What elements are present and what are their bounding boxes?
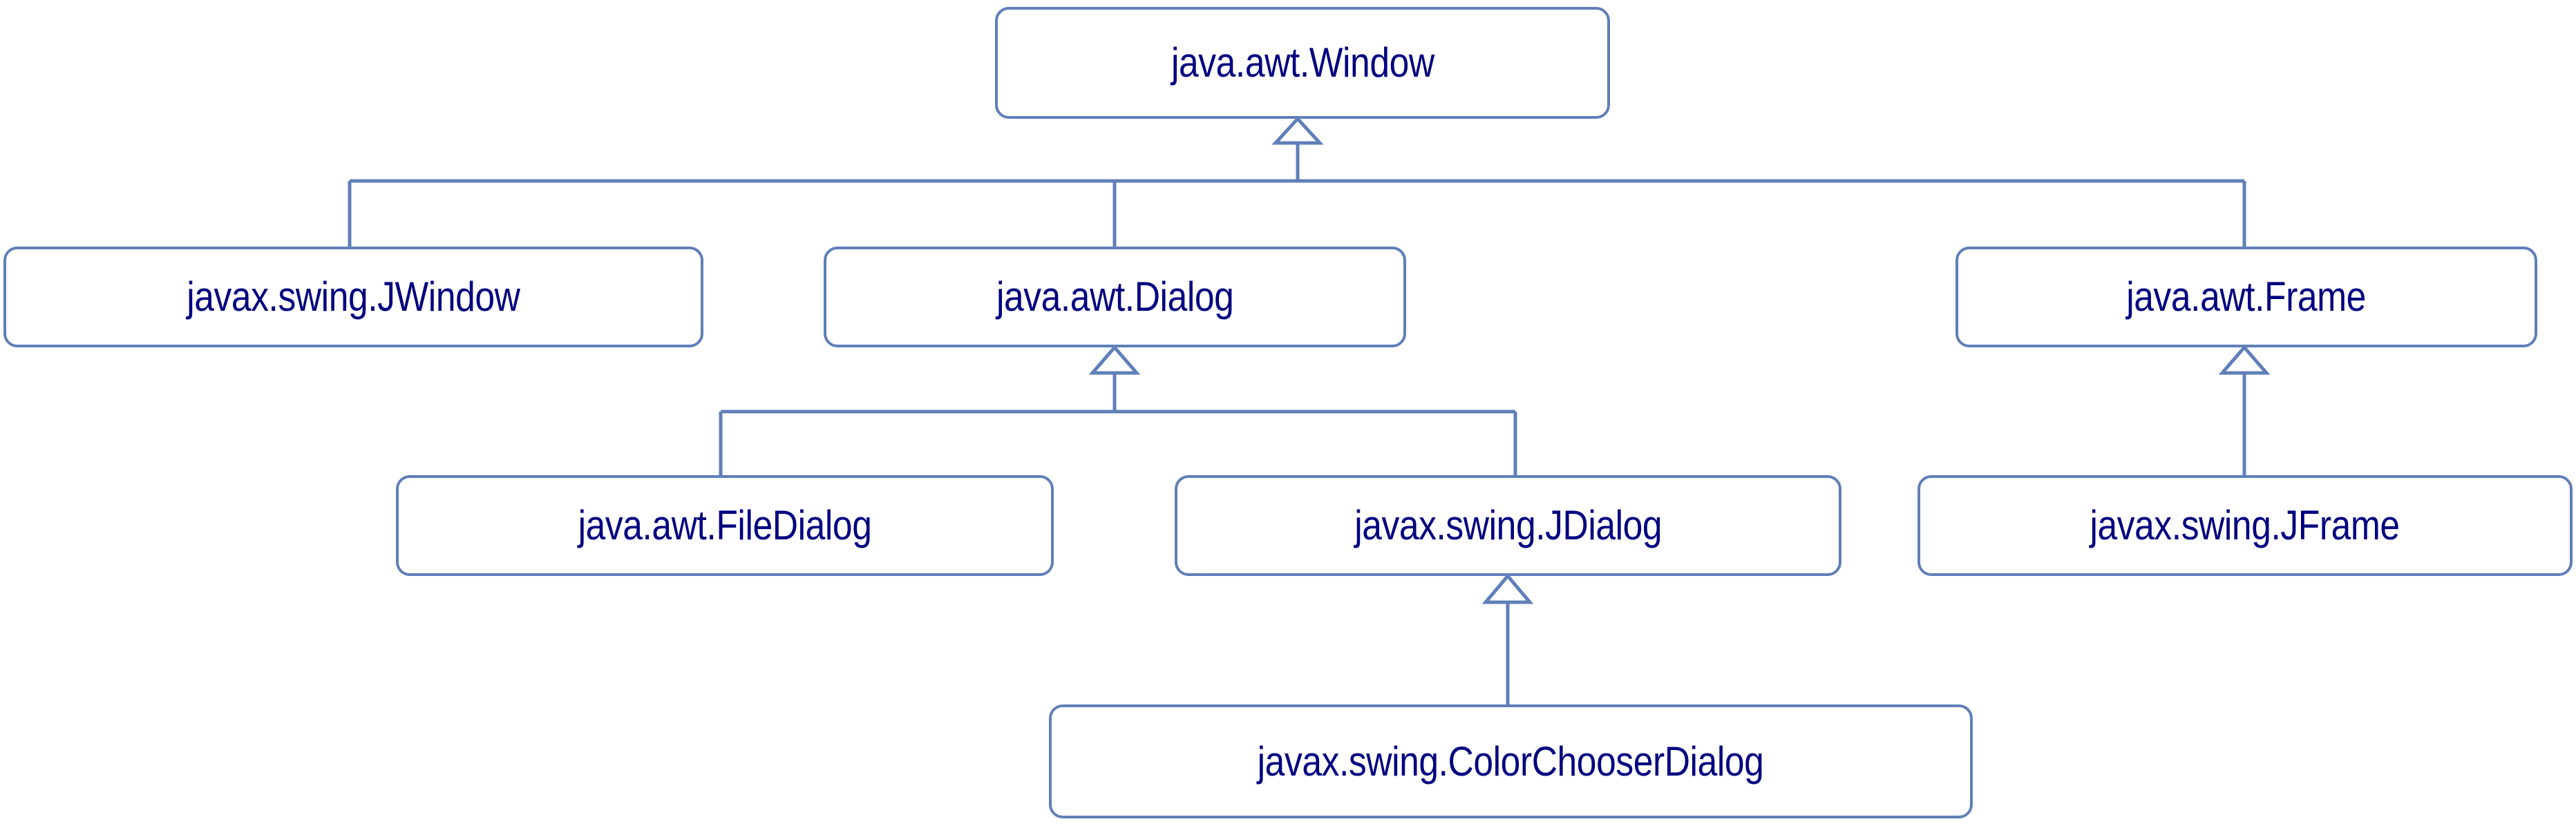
class-node-java-awt-window[interactable]: java.awt.Window — [995, 7, 1610, 119]
arrowhead-dialog — [1088, 345, 1141, 375]
class-node-java-awt-frame[interactable]: java.awt.Frame — [1955, 247, 2537, 347]
class-node-label: java.awt.Dialog — [996, 273, 1234, 320]
arrowhead-jdialog — [1481, 573, 1534, 604]
class-node-javax-swing-jdialog[interactable]: javax.swing.JDialog — [1175, 475, 1841, 576]
class-node-label: javax.swing.JWindow — [187, 273, 520, 320]
class-node-label: javax.swing.JDialog — [1354, 502, 1662, 548]
class-node-java-awt-dialog[interactable]: java.awt.Dialog — [824, 247, 1406, 347]
arrowhead-window — [1271, 116, 1324, 145]
class-node-label: java.awt.Frame — [2126, 273, 2367, 320]
class-node-label: java.awt.FileDialog — [578, 502, 872, 548]
class-node-javax-swing-jwindow[interactable]: javax.swing.JWindow — [3, 247, 703, 347]
class-node-label: javax.swing.ColorChooserDialog — [1258, 738, 1764, 785]
class-node-java-awt-filedialog[interactable]: java.awt.FileDialog — [396, 475, 1054, 576]
class-node-javax-swing-colorchooserdialog[interactable]: javax.swing.ColorChooserDialog — [1049, 704, 1973, 818]
arrowhead-frame — [2218, 345, 2271, 375]
class-node-label: javax.swing.JFrame — [2090, 502, 2400, 548]
class-node-javax-swing-jframe[interactable]: javax.swing.JFrame — [1917, 475, 2573, 576]
class-node-label: java.awt.Window — [1171, 39, 1434, 86]
